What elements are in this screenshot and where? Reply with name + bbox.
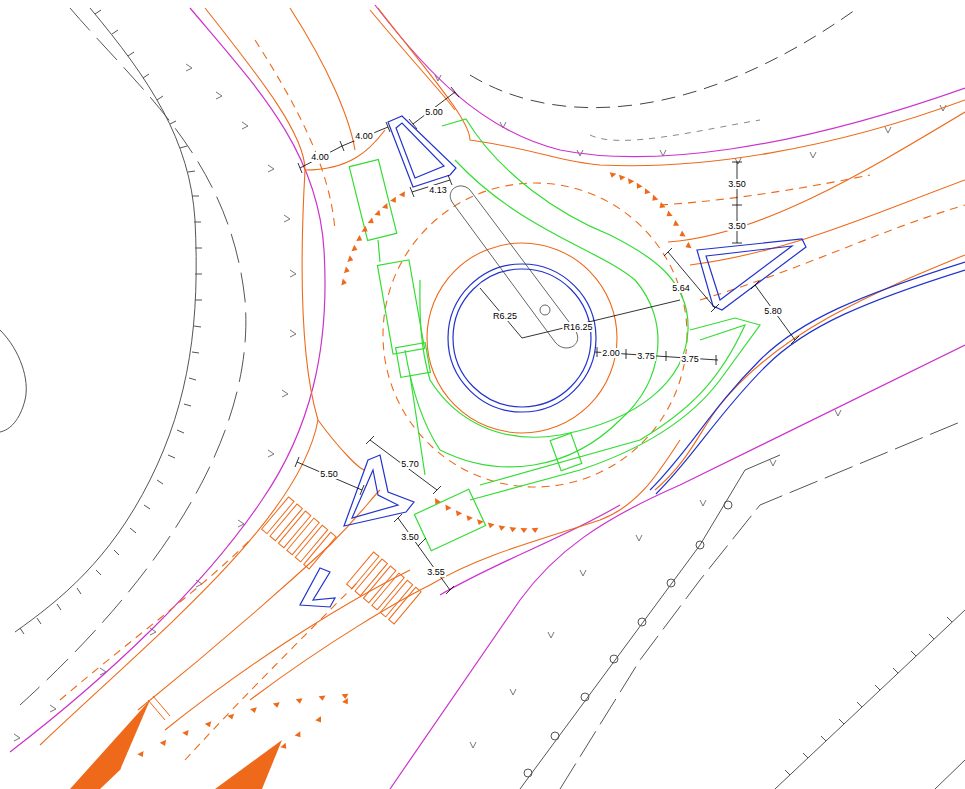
fence-posts (524, 501, 732, 777)
dimension-label: 4.00 (310, 152, 330, 162)
dimension-label: 5.50 (319, 469, 339, 479)
dimension-label: 3.75 (680, 354, 700, 364)
dimension-label: 2.00 (601, 348, 621, 358)
give-way-triangle (280, 743, 289, 751)
give-way-triangle (351, 245, 358, 253)
kerb-line (40, 8, 965, 745)
dimension-label: 5.64 (671, 283, 691, 293)
give-way-triangle (319, 695, 326, 701)
give-way-triangle (520, 528, 527, 533)
dimension-label: 5.00 (424, 107, 444, 117)
give-way-triangle (671, 220, 679, 229)
give-way-triangle (617, 175, 625, 182)
give-way-triangle (356, 235, 364, 244)
give-way-triangle (362, 226, 370, 235)
dimension-label: 5.70 (400, 459, 420, 469)
hatched-area (70, 700, 282, 789)
give-way-triangle (443, 505, 452, 513)
dimension-label: 5.80 (763, 306, 783, 316)
give-way-triangle (454, 510, 462, 518)
give-way-triangle (626, 178, 634, 186)
give-way-triangle (390, 197, 399, 205)
existing-lines (0, 8, 965, 789)
give-way-triangle (341, 279, 347, 287)
dimension-label: 3.50 (400, 532, 420, 542)
embankment-ticks (20, 10, 952, 775)
give-way-triangle (642, 188, 651, 196)
give-way-triangle (657, 202, 665, 211)
give-way-triangle (532, 528, 539, 533)
give-way-triangle (273, 702, 281, 708)
dimension-label: 3.75 (636, 351, 656, 361)
give-way-triangle (342, 698, 351, 706)
give-way-triangle (487, 523, 495, 530)
dimension-label: 3.55 (426, 567, 446, 577)
give-way-triangle (137, 751, 146, 759)
kerb-markers (14, 64, 946, 748)
give-way-triangle (115, 763, 124, 771)
give-way-triangle (475, 519, 483, 526)
give-way-triangle (650, 195, 659, 203)
dimension-label: 4.00 (354, 131, 374, 141)
boundary-line (10, 5, 965, 789)
give-way-triangle (608, 172, 616, 179)
give-way-triangle (182, 730, 190, 737)
give-way-triangle (509, 527, 516, 533)
give-way-triangle (205, 721, 213, 728)
dimension-label: 4.13 (428, 185, 448, 195)
splitter-island (300, 116, 965, 607)
dimension-label: 3.50 (727, 179, 747, 189)
fence-line (520, 455, 780, 789)
island-feature (450, 186, 578, 348)
swept-path (349, 119, 760, 551)
give-way-triangle (227, 714, 235, 721)
give-way-triangle (315, 716, 324, 724)
give-way-triangle (250, 707, 258, 714)
dimension-label: R6.25 (492, 311, 518, 321)
dimension-label: 3.50 (727, 221, 747, 231)
give-way-triangle (295, 731, 304, 739)
give-way-triangle (684, 242, 692, 250)
give-way-triangle (432, 498, 441, 506)
give-way-triangle (160, 740, 168, 748)
give-way-triangle (382, 203, 391, 211)
give-way-triangle (374, 210, 382, 218)
give-way-markings (115, 172, 692, 771)
dimension-line (295, 87, 799, 594)
give-way-triangle (296, 698, 304, 704)
give-way-triangle (678, 230, 686, 239)
give-way-triangle (664, 211, 672, 220)
zebra-crossing (148, 497, 421, 720)
give-way-triangle (368, 217, 376, 226)
give-way-triangle (399, 191, 408, 199)
give-way-triangle (347, 255, 354, 263)
lane-line (60, 40, 965, 760)
give-way-triangle (465, 515, 473, 522)
give-way-triangle (344, 267, 351, 275)
give-way-triangle (634, 183, 643, 191)
dimension-label: R16.25 (562, 322, 593, 332)
give-way-triangle (498, 525, 506, 531)
